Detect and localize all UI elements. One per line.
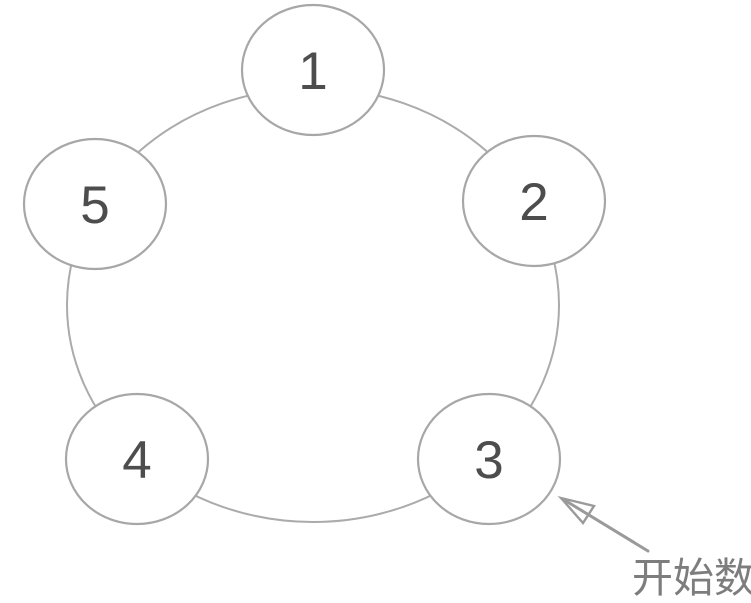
arrowhead-icon: [557, 495, 596, 525]
node-4-label: 4: [122, 431, 151, 490]
start-label: 开始数: [632, 555, 751, 601]
node-3: 3: [416, 392, 562, 526]
node-5-label: 5: [80, 176, 109, 235]
node-2-label: 2: [519, 173, 548, 232]
node-1: 1: [240, 3, 386, 137]
node-5-circle: [22, 137, 168, 271]
node-3-label: 3: [474, 431, 503, 490]
node-2-circle: [461, 134, 607, 268]
node-3-circle: [416, 392, 562, 526]
node-1-circle: [240, 3, 386, 137]
node-5: 5: [22, 137, 168, 271]
node-4-circle: [64, 392, 210, 526]
node-1-label: 1: [298, 42, 327, 101]
node-4: 4: [64, 392, 210, 526]
arrow-shaft: [564, 499, 650, 553]
start-arrow: [557, 495, 650, 553]
node-2: 2: [461, 134, 607, 268]
